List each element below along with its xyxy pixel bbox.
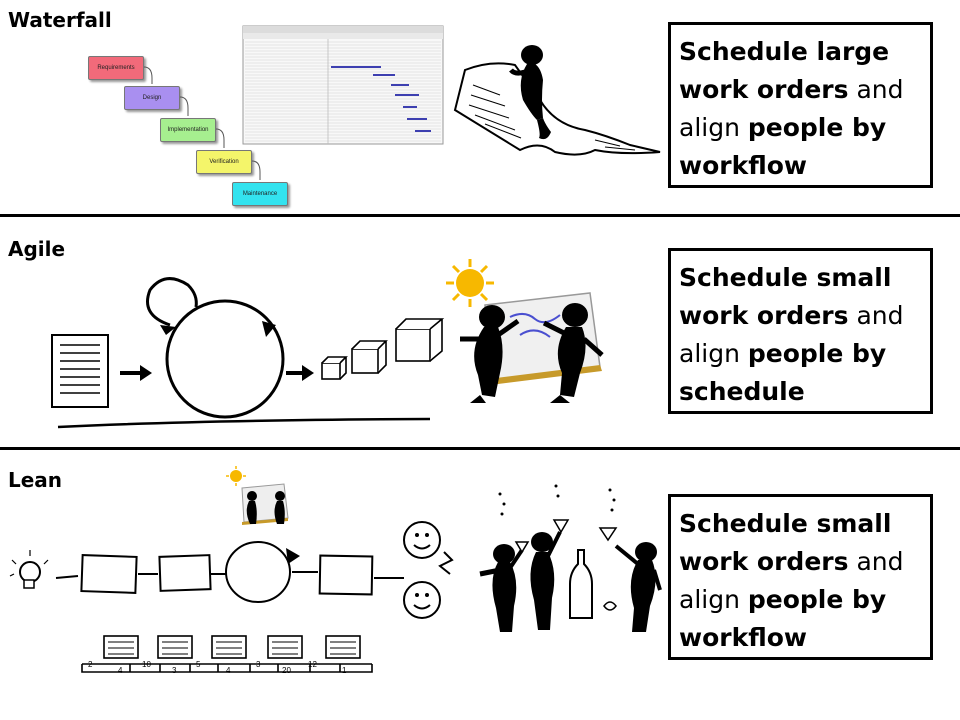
person-reading-scroll-illustration: [453, 45, 661, 156]
callout-waterfall-part-3: and align: [679, 75, 904, 142]
kanban-count: 12: [308, 660, 317, 669]
customer-faces-illustration: [403, 521, 454, 619]
waterfall-connectors: [143, 66, 261, 180]
lean-value-stream-diagram: [9, 541, 404, 673]
gantt-chart-thumbnail: [242, 25, 444, 145]
callout-waterfall: Schedule large work orders and align peo…: [668, 22, 933, 188]
callout-lean: Schedule small work orders and align peo…: [668, 494, 933, 660]
sun-icon: [446, 259, 494, 307]
kanban-count: 4: [226, 666, 231, 675]
callout-agile-part-4: people by schedule: [679, 339, 887, 406]
callout-lean-part-2: work orders: [679, 547, 849, 576]
celebrating-team-illustration: [479, 484, 662, 632]
lightbulb-icon: [9, 550, 49, 589]
callout-lean-part-3: and align: [679, 547, 904, 614]
kanban-count: 1: [342, 666, 347, 675]
kanban-count: 4: [118, 666, 123, 675]
waterfall-step-maintenance: Maintenance: [232, 182, 288, 206]
callout-agile: Schedule small work orders and align peo…: [668, 248, 933, 414]
waterfall-step-design: Design: [124, 86, 180, 110]
callout-waterfall-part-2: work orders: [679, 75, 849, 104]
kanban-count: 3: [256, 660, 261, 669]
divider-1: [0, 214, 960, 217]
callout-waterfall-part-4: people by workflow: [679, 113, 887, 180]
kanban-count: 20: [282, 666, 291, 675]
callout-lean-part-4: people by workflow: [679, 585, 887, 652]
callout-lean-part-1: Schedule small: [679, 509, 892, 538]
section-title-lean: Lean: [8, 468, 63, 492]
section-title-waterfall: Waterfall: [8, 8, 112, 32]
callout-agile-part-2: work orders: [679, 301, 849, 330]
callout-agile-part-3: and align: [679, 301, 904, 368]
section-title-agile: Agile: [8, 237, 66, 261]
callout-agile-part-1: Schedule small: [679, 263, 892, 292]
team-at-whiteboard-illustration: [446, 259, 604, 403]
kanban-count: 3: [172, 666, 177, 675]
kanban-count: 2: [88, 660, 93, 669]
waterfall-step-verification: Verification: [196, 150, 252, 174]
small-team-whiteboard-illustration: [226, 466, 289, 525]
waterfall-step-implementation: Implementation: [160, 118, 216, 142]
divider-2: [0, 447, 960, 450]
kanban-count: 10: [142, 660, 151, 669]
agile-sprint-diagram: [51, 277, 445, 429]
callout-waterfall-part-1: Schedule large: [679, 37, 890, 66]
waterfall-step-requirements: Requirements: [88, 56, 144, 80]
kanban-count: 5: [196, 660, 201, 669]
